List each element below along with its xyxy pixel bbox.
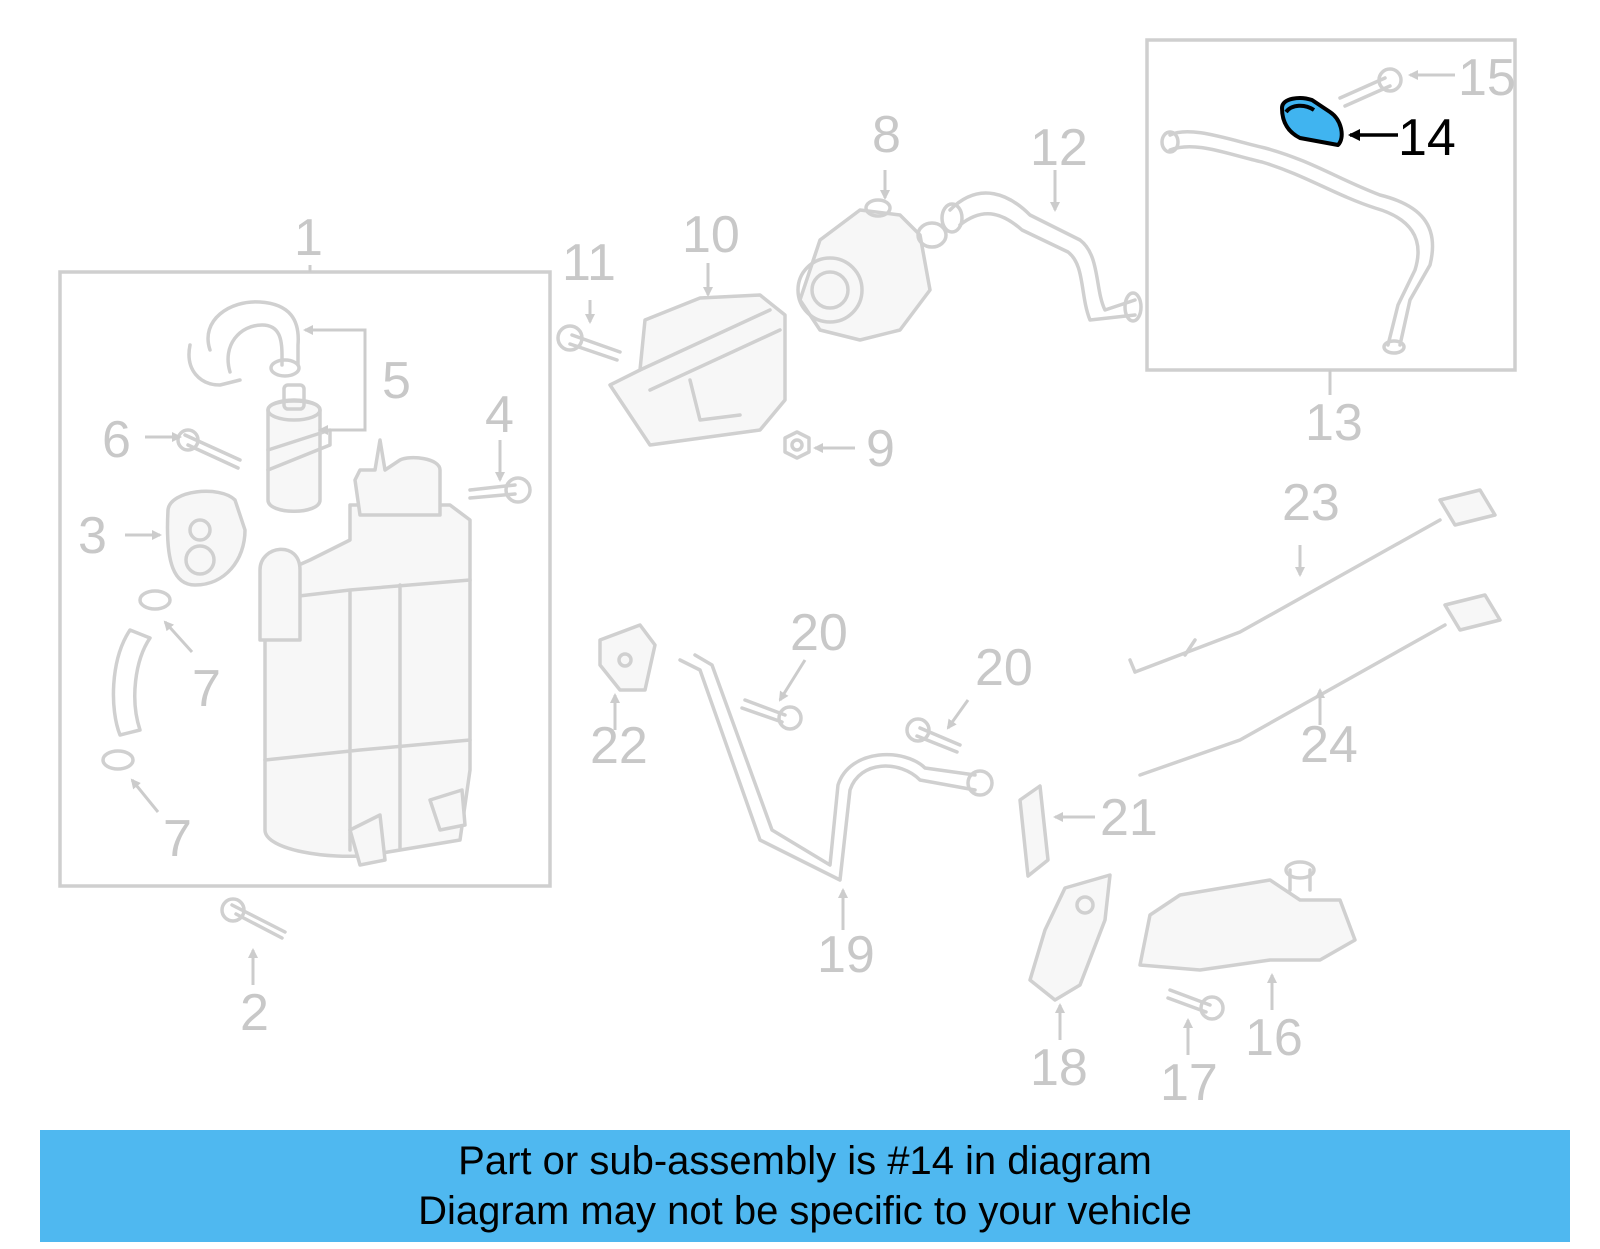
callout-19: 19 xyxy=(817,926,875,984)
callout-17: 17 xyxy=(1160,1054,1218,1112)
part-10-bracket[interactable] xyxy=(608,293,787,447)
part-14-highlighted[interactable] xyxy=(1280,96,1344,147)
part-18-gasket[interactable] xyxy=(1028,873,1112,1002)
part-16-valve[interactable] xyxy=(1138,860,1357,972)
part-13-hose[interactable] xyxy=(1160,129,1435,355)
callout-7a: 7 xyxy=(192,660,221,718)
callout-1: 1 xyxy=(294,209,323,267)
callout-4: 4 xyxy=(485,386,514,444)
callout-14-highlighted: 14 xyxy=(1398,109,1456,167)
callout-16: 16 xyxy=(1245,1009,1303,1067)
part-23-sensor[interactable] xyxy=(1128,488,1497,674)
callout-10: 10 xyxy=(682,206,740,264)
callout-20a: 20 xyxy=(790,604,848,662)
part-15-bolt[interactable] xyxy=(1338,67,1403,108)
part-9-nut[interactable] xyxy=(783,430,811,460)
callout-24: 24 xyxy=(1300,716,1358,774)
part-7-hose[interactable] xyxy=(101,589,172,771)
callout-15: 15 xyxy=(1458,49,1516,107)
part-6-bolt[interactable] xyxy=(176,428,242,470)
part-12-hose[interactable] xyxy=(940,191,1143,323)
banner-line-2: Diagram may not be specific to your vehi… xyxy=(418,1189,1192,1233)
part-8-pump[interactable] xyxy=(796,198,948,342)
callout-8: 8 xyxy=(872,106,901,164)
part-21-bracket[interactable] xyxy=(1018,784,1050,878)
callout-18: 18 xyxy=(1030,1039,1088,1097)
callout-22: 22 xyxy=(590,717,648,775)
parts-diagram: 1 2 3 4 5 6 7 7 8 9 10 11 12 13 14 15 16… xyxy=(58,38,1517,1112)
assembly-box-1 xyxy=(58,270,552,888)
callout-5: 5 xyxy=(382,352,411,410)
part-5-hose[interactable] xyxy=(187,300,301,387)
banner-line-1: Part or sub-assembly is #14 in diagram xyxy=(458,1139,1152,1183)
callout-labels: 1 2 3 4 5 6 7 7 8 9 10 11 12 13 14 15 16… xyxy=(78,49,1516,1112)
part-19-pipe[interactable] xyxy=(678,653,994,882)
part-22-gasket[interactable] xyxy=(598,623,657,692)
callout-9: 9 xyxy=(866,420,895,478)
part-1-canister[interactable] xyxy=(258,438,472,867)
part-5-valve[interactable] xyxy=(266,383,332,513)
callout-2: 2 xyxy=(240,984,269,1042)
callout-12: 12 xyxy=(1030,119,1088,177)
part-24-sensor[interactable] xyxy=(1138,593,1502,777)
callout-21: 21 xyxy=(1100,789,1158,847)
callout-11: 11 xyxy=(562,234,616,292)
info-banner: Part or sub-assembly is #14 in diagram D… xyxy=(40,1130,1570,1242)
part-4-bolt[interactable] xyxy=(468,476,532,504)
callout-20b: 20 xyxy=(975,639,1033,697)
callout-3: 3 xyxy=(78,507,107,565)
callout-6: 6 xyxy=(102,411,131,469)
part-17-bolt[interactable] xyxy=(1166,988,1225,1021)
callout-23: 23 xyxy=(1282,474,1340,532)
part-20a-bolt[interactable] xyxy=(740,698,803,731)
leader-lines xyxy=(125,70,1455,1055)
part-20b-bolt[interactable] xyxy=(905,717,962,754)
callout-13: 13 xyxy=(1305,394,1363,452)
part-3-valve[interactable] xyxy=(165,489,247,587)
part-11-bolt[interactable] xyxy=(556,324,622,362)
callout-7b: 7 xyxy=(163,810,192,868)
part-2-bolt[interactable] xyxy=(220,897,287,940)
